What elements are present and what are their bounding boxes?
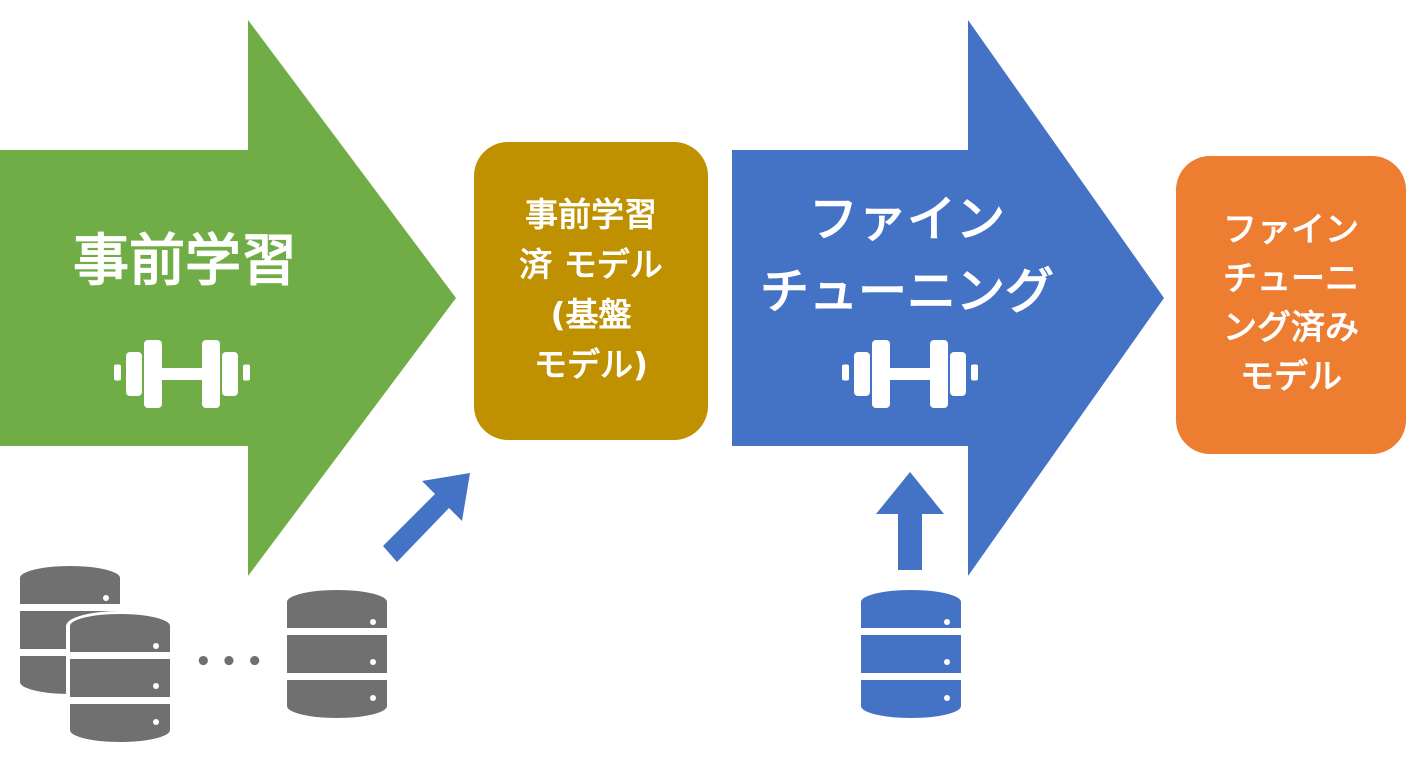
finetuning-label-line: ファイン [808, 191, 1005, 248]
pretraining-label-line: 事前学習 [73, 229, 297, 294]
finetuning-label: ファイン チューニング [732, 184, 1082, 328]
finetuned-model-box [1176, 156, 1406, 454]
base-model-box [474, 142, 708, 440]
pretraining-data-connector-arrow [383, 473, 470, 562]
finetuning-data-connector-arrow [876, 472, 944, 570]
base-model-label-line: モデル) [533, 345, 649, 384]
finetuned-model-label: ファイン チューニ ング済み モデル [1176, 206, 1406, 402]
ellipsis: • • • [195, 647, 263, 677]
base-model-label-line: 済 モデル [519, 245, 663, 284]
database-icon [861, 590, 961, 718]
pretraining-arrow [0, 20, 456, 576]
finetuning-arrow [732, 20, 1164, 576]
finetuned-model-label-line: チューニ [1223, 259, 1359, 299]
finetuning-label-line: チューニング [759, 263, 1054, 320]
finetuned-model-label-line: ファイン [1223, 210, 1359, 250]
finetuned-model-label-line: ング済み [1223, 308, 1359, 348]
base-model-label-line: (基盤 [550, 295, 632, 334]
pretraining-label: 事前学習 [0, 222, 370, 302]
base-model-label-line: 事前学習 [525, 195, 657, 234]
database-icon [70, 614, 170, 742]
finetuned-model-label-line: モデル [1240, 357, 1342, 397]
database-icon [287, 590, 387, 718]
base-model-label: 事前学習 済 モデル (基盤 モデル) [474, 190, 708, 390]
